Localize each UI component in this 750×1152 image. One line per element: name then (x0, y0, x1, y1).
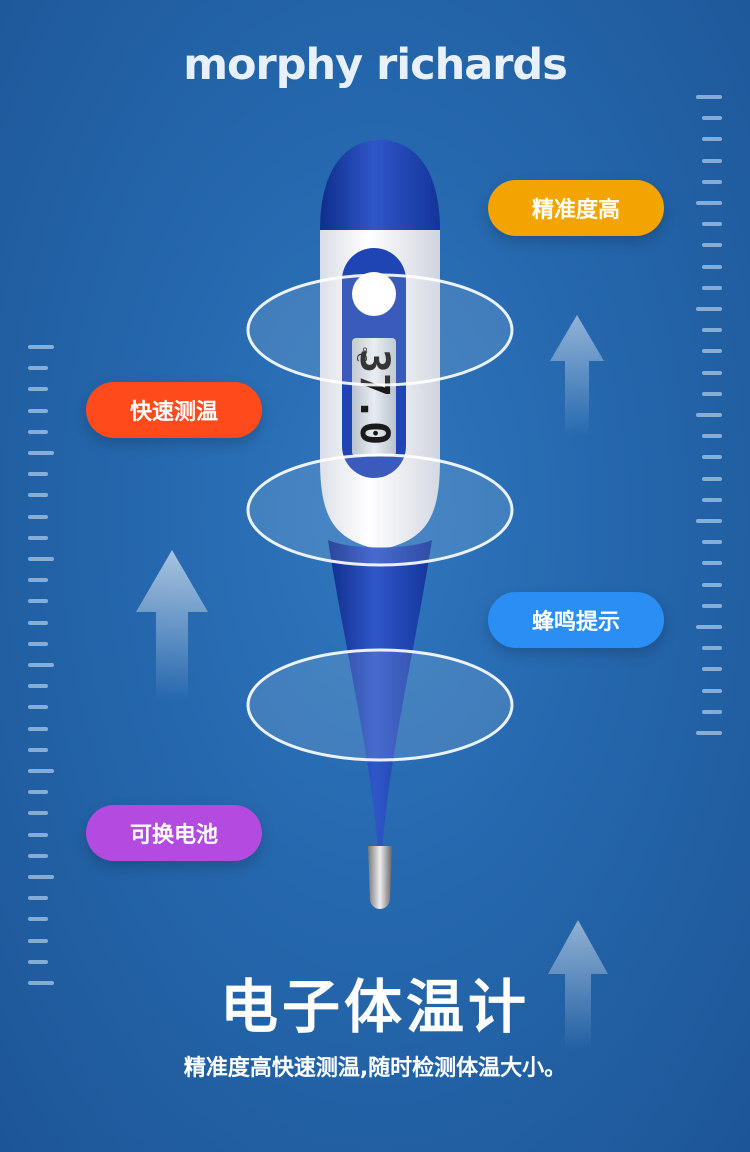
scale-tick (702, 603, 722, 608)
scale-tick (28, 790, 48, 795)
scale-tick (702, 179, 722, 184)
scale-tick (702, 285, 722, 290)
scale-tick (702, 540, 722, 545)
scale-tick (28, 875, 54, 879)
scale-tick (28, 493, 48, 498)
scale-tick (28, 769, 54, 773)
scale-tick (28, 747, 48, 752)
scale-tick (28, 896, 48, 901)
scale-tick (702, 391, 722, 396)
scale-tick (702, 158, 722, 163)
scale-tick (702, 349, 722, 354)
scale-tick (28, 429, 48, 434)
scale-tick (696, 519, 722, 523)
scale-tick (28, 684, 48, 689)
scale-tick (696, 307, 722, 311)
brand-logo: morphy richards (183, 40, 568, 90)
scale-tick (702, 476, 722, 481)
scale-tick (702, 370, 722, 375)
scale-tick (696, 95, 722, 99)
glass-ring (246, 648, 514, 762)
scale-tick (702, 497, 722, 502)
scale-tick (696, 625, 722, 629)
scale-tick (28, 981, 54, 985)
scale-tick (696, 413, 722, 417)
scale-tick (28, 917, 48, 922)
scale-tick (702, 137, 722, 142)
scale-tick (28, 557, 54, 561)
scale-tick (28, 663, 54, 667)
thermometer-image: 37.0 °C (320, 140, 440, 909)
scale-tick (702, 434, 722, 439)
scale-tick (702, 709, 722, 714)
scale-tick (702, 582, 722, 587)
scale-tick (702, 646, 722, 651)
scale-tick (28, 959, 48, 964)
scale-tick (702, 222, 722, 227)
scale-tick (702, 667, 722, 672)
scale-tick (702, 455, 722, 460)
right-scale (696, 95, 722, 735)
scale-tick (28, 514, 48, 519)
scale-tick (28, 620, 48, 625)
scale-tick (28, 472, 48, 477)
product-title: 电子体温计 (219, 973, 530, 1041)
glass-ring (246, 273, 514, 387)
scale-tick (702, 328, 722, 333)
scale-tick (28, 387, 48, 392)
up-arrow-icon (136, 550, 208, 700)
scale-tick (28, 811, 48, 816)
scale-tick (28, 408, 48, 413)
feature-accuracy-badge: 精准度高 (488, 180, 664, 236)
feature-beep-badge: 蜂鸣提示 (488, 592, 664, 648)
scale-tick (28, 641, 48, 646)
scale-tick (702, 243, 722, 248)
scale-tick (28, 853, 48, 858)
scale-tick (28, 535, 48, 540)
scale-tick (28, 345, 54, 349)
lcd-reading: 37.0 (351, 349, 397, 445)
product-subtitle: 精准度高快速测温,随时检测体温大小。 (183, 1056, 567, 1081)
scale-tick (702, 688, 722, 693)
scale-tick (28, 832, 48, 837)
glass-ring (246, 453, 514, 567)
scale-tick (28, 366, 48, 371)
feature-battery-badge: 可换电池 (86, 805, 262, 861)
scale-tick (28, 705, 48, 710)
scale-tick (702, 264, 722, 269)
scale-tick (28, 451, 54, 455)
lcd-unit: °C (353, 346, 368, 362)
scale-tick (696, 201, 722, 205)
scale-tick (696, 731, 722, 735)
scale-tick (28, 938, 48, 943)
left-scale (28, 345, 54, 985)
scale-tick (28, 726, 48, 731)
up-arrow-icon (550, 315, 604, 435)
up-arrow-icon (548, 920, 608, 1050)
scale-tick (702, 561, 722, 566)
feature-fast-badge: 快速测温 (86, 382, 262, 438)
scale-tick (28, 599, 48, 604)
scale-tick (28, 578, 48, 583)
scale-tick (702, 116, 722, 121)
